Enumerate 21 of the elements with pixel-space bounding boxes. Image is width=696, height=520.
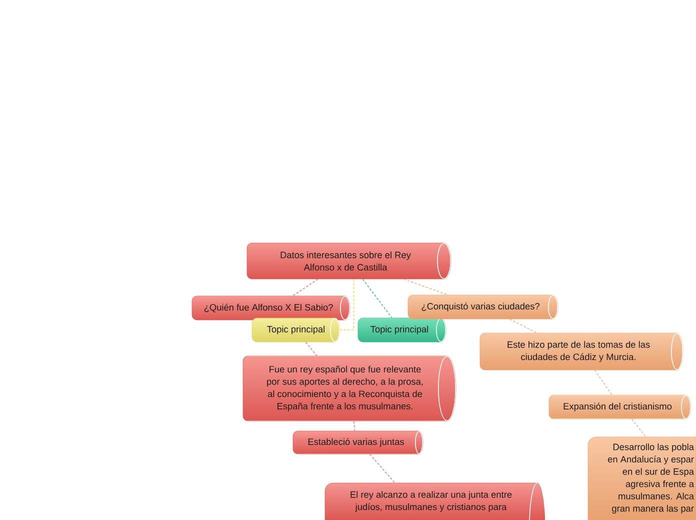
connector-line	[353, 420, 356, 432]
topic-box: Desarrollo las pobla en Andalucía y espar en el sur de Espa agresiva frente a musulmanes. Alca gran manera las par	[588, 436, 696, 520]
topic-box: Topic principal	[252, 318, 340, 342]
connector-line	[292, 278, 318, 296]
topic-box: ¿Conquistó varias ciudades?	[408, 294, 558, 320]
connector-line	[631, 418, 646, 438]
connector-line	[305, 342, 318, 356]
topic-box: El rey alcanzo a realizar una junta entre judíos, musulmanes y cristianos para	[324, 482, 546, 520]
topic-box: Estableció varias juntas	[292, 430, 424, 454]
connector-line	[594, 370, 612, 396]
connector-line	[509, 318, 538, 334]
topic-box: Datos interesantes sobre el Rey Alfonso x de Castilla	[246, 242, 452, 280]
topic-box: Expansión del cristianismo	[548, 394, 692, 420]
connector-line	[369, 454, 396, 484]
connector-line	[362, 278, 392, 318]
topic-box: Topic principal	[358, 318, 446, 342]
connector-line	[340, 278, 354, 330]
topic-box: ¿Quién fue Alfonso X El Sabio?	[192, 296, 350, 320]
topic-box: Fue un rey español que fue relevante por sus aportes al derecho, a la prosa, al conocimiento y a la Reconquista de España frente a los musulmanes.	[242, 356, 456, 422]
topic-box: Este hizo parte de las tomas de las ciudades de Cádiz y Murcia.	[480, 332, 684, 370]
connector-line	[403, 278, 448, 296]
